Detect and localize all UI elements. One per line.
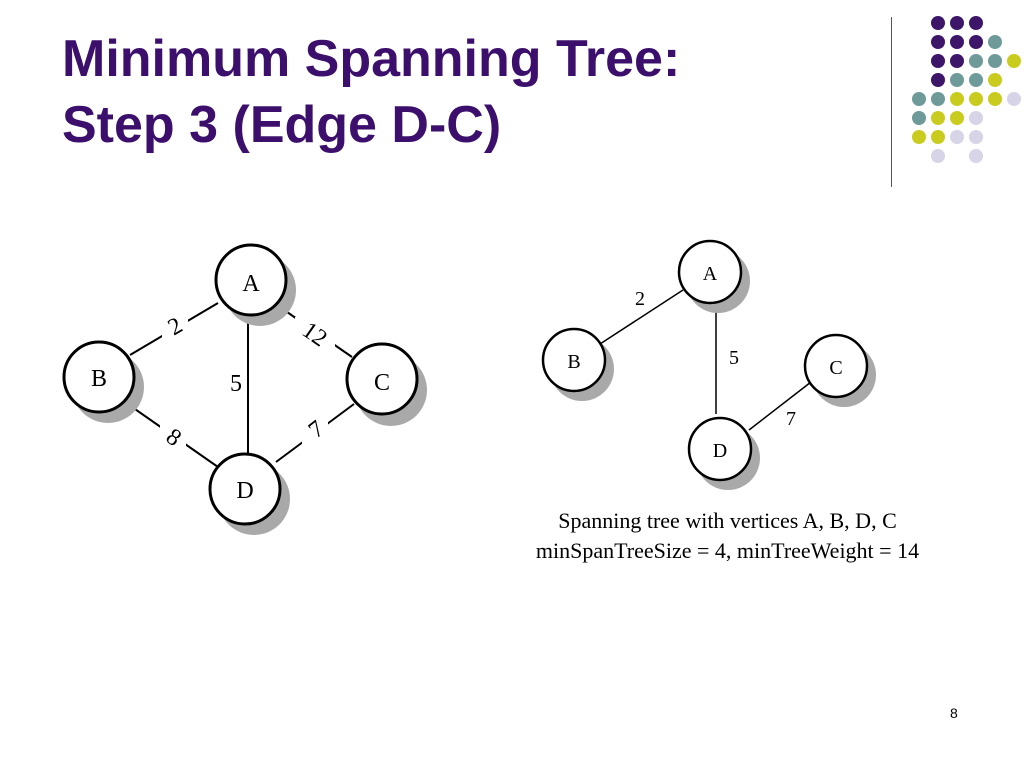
decorative-dot [1007,54,1021,68]
decorative-dot [950,130,964,144]
tree-node-d: D [687,416,760,490]
decorative-dot [912,92,926,106]
tree-node-label-d: D [713,440,727,462]
node-label-d: D [236,478,253,504]
decorative-dot [950,73,964,87]
decorative-dot [950,111,964,125]
decorative-dot [950,92,964,106]
node-d: D [208,452,290,535]
decorative-dot [969,35,983,49]
decorative-dot [969,92,983,106]
decorative-dot [969,149,983,163]
tree-caption: Spanning tree with vertices A, B, D, C m… [480,506,975,566]
decorative-dot [988,92,1002,106]
decorative-dot [931,73,945,87]
tree-node-label-c: C [829,357,842,379]
decorative-dot [969,130,983,144]
tree-graph-nodes: A B C D [541,239,876,490]
edge-label-a-d: 5 [230,371,242,397]
decorative-dot [969,73,983,87]
tree-edge-d-c [748,381,812,431]
caption-line-2: minSpanTreeSize = 4, minTreeWeight = 14 [535,538,920,563]
decorative-dot [931,92,945,106]
tree-edge-label-a-b: 2 [635,288,645,310]
node-a: A [214,243,296,326]
tree-graph-edges [599,289,812,431]
decorative-dot [931,35,945,49]
decorative-dot [988,54,1002,68]
full-graph-nodes: A B C D [62,243,427,535]
decorative-dot [931,111,945,125]
title-line-1: Minimum Spanning Tree: [62,30,681,88]
slide-title: Minimum Spanning Tree: Step 3 (Edge D-C) [62,26,680,158]
decorative-dot [912,130,926,144]
title-line-2: Step 3 (Edge D-C) [62,96,502,154]
node-c: C [345,342,427,426]
tree-node-label-b: B [567,351,580,373]
tree-node-a: A [677,239,750,313]
decorative-divider [891,17,892,187]
decorative-dot [969,111,983,125]
tree-edge-label-a-d: 5 [729,347,739,369]
tree-node-label-a: A [703,263,718,285]
node-label-a: A [242,271,260,297]
tree-edge-label-d-c: 7 [786,408,796,430]
decorative-dot [950,16,964,30]
tree-node-b: B [541,327,614,401]
decorative-dot [950,54,964,68]
decorative-dot [931,16,945,30]
decorative-dot [931,149,945,163]
tree-edge-a-b [599,289,684,345]
tree-node-c: C [803,333,876,407]
decorative-dot-grid [912,16,1021,163]
decorative-dot [969,16,983,30]
caption-line-1: Spanning tree with vertices A, B, D, C [558,508,897,533]
page-number: 8 [950,705,958,721]
decorative-dot [988,35,1002,49]
node-b: B [62,340,144,423]
node-label-b: B [91,366,107,392]
node-label-c: C [374,370,390,396]
decorative-dot [988,73,1002,87]
decorative-dot [969,54,983,68]
decorative-dot [931,130,945,144]
decorative-dot [912,111,926,125]
decorative-dot [931,54,945,68]
decorative-dot [950,35,964,49]
decorative-dot [1007,92,1021,106]
